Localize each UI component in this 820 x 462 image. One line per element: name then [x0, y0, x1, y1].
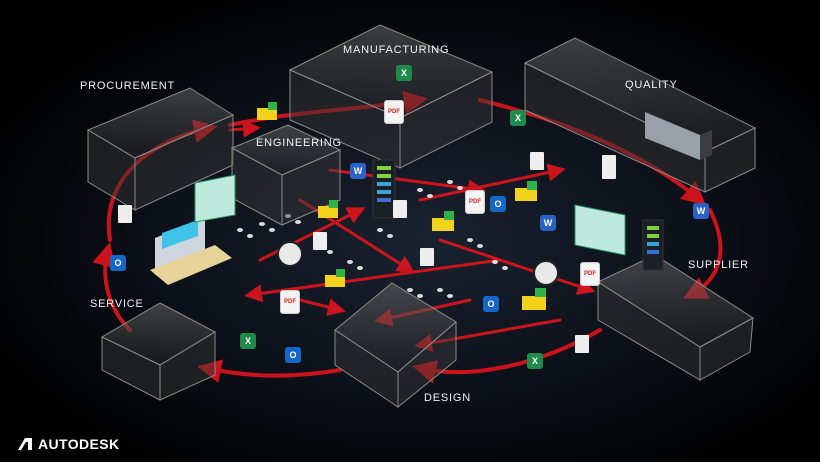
footprint [357, 266, 363, 270]
data-block [325, 269, 345, 287]
outlook-icon: O [110, 255, 126, 271]
footprint [407, 288, 413, 292]
footprint [347, 260, 353, 264]
document-icon [313, 232, 327, 250]
server-rack [372, 159, 664, 271]
footprint [417, 188, 423, 192]
box-design [334, 282, 457, 409]
clock-icon [277, 241, 303, 267]
box-manufacturing [288, 24, 494, 169]
stl-file-icon [530, 152, 544, 170]
excel-icon: X [527, 353, 543, 369]
footprint [447, 294, 453, 298]
outlook-icon: O [490, 196, 506, 212]
data-blocks [257, 102, 546, 310]
flow-arrow [438, 238, 596, 295]
document-icon [420, 248, 434, 266]
spreadsheet-panels [194, 174, 626, 256]
data-block [522, 288, 546, 310]
footprint [247, 234, 253, 238]
word-icon: W [350, 163, 366, 179]
footprint [457, 186, 463, 190]
footprint [427, 194, 433, 198]
data-block [257, 102, 277, 120]
cad-file-icon [575, 335, 589, 353]
flow-arrow [197, 359, 342, 383]
autodesk-logo-icon [18, 438, 32, 450]
footprint [467, 238, 473, 242]
footprints [237, 180, 508, 298]
footprint [377, 228, 383, 232]
service-desk [150, 218, 232, 285]
footprint [259, 222, 265, 226]
footprint [492, 260, 498, 264]
label-supplier: SUPPLIER [688, 259, 749, 271]
pdf-icon: PDF [280, 290, 300, 314]
footprint [295, 220, 301, 224]
label-procurement: PROCUREMENT [80, 80, 175, 92]
footprint [327, 250, 333, 254]
clock-icon [533, 260, 559, 286]
autodesk-logo: AUTODESK [18, 436, 120, 452]
flow-arrow [414, 318, 562, 352]
box-engineering [230, 124, 342, 226]
outlook-icon: O [483, 296, 499, 312]
box-service [100, 302, 217, 401]
flow-arrow [298, 298, 346, 316]
data-block [432, 211, 454, 231]
flow-arrow [244, 258, 502, 303]
label-engineering: ENGINEERING [256, 137, 342, 149]
department-boxes [86, 24, 757, 409]
label-quality: QUALITY [625, 79, 678, 91]
label-manufacturing: MANUFACTURING [343, 44, 450, 56]
footprint [285, 214, 291, 218]
excel-icon: X [510, 110, 526, 126]
data-block [318, 200, 338, 218]
footprint [502, 266, 508, 270]
footprint [417, 294, 423, 298]
word-icon: W [693, 203, 709, 219]
footprint [437, 288, 443, 292]
footprint [477, 244, 483, 248]
truck [645, 112, 712, 160]
pdf-icon: PDF [580, 262, 600, 286]
label-design: DESIGN [424, 392, 471, 404]
data-block [515, 181, 537, 201]
document-icon [393, 200, 407, 218]
pdf-icon: PDF [465, 190, 485, 214]
footprint [237, 228, 243, 232]
footprint [447, 180, 453, 184]
word-icon: W [540, 215, 556, 231]
box-supplier [596, 254, 754, 381]
excel-icon: X [396, 65, 412, 81]
excel-icon: X [240, 333, 256, 349]
footprint [269, 228, 275, 232]
outlook-icon: O [285, 347, 301, 363]
brand-name: AUTODESK [38, 436, 120, 452]
footprint [387, 234, 393, 238]
flow-arrow [258, 207, 366, 262]
flow-arrow [418, 163, 566, 202]
box-quality [523, 37, 757, 193]
flow-arrow [228, 119, 261, 138]
box-procurement [86, 87, 235, 211]
checklist-icon [602, 155, 616, 179]
stl-file-icon [118, 205, 132, 223]
label-service: SERVICE [90, 298, 144, 310]
pdf-icon: PDF [384, 100, 404, 124]
